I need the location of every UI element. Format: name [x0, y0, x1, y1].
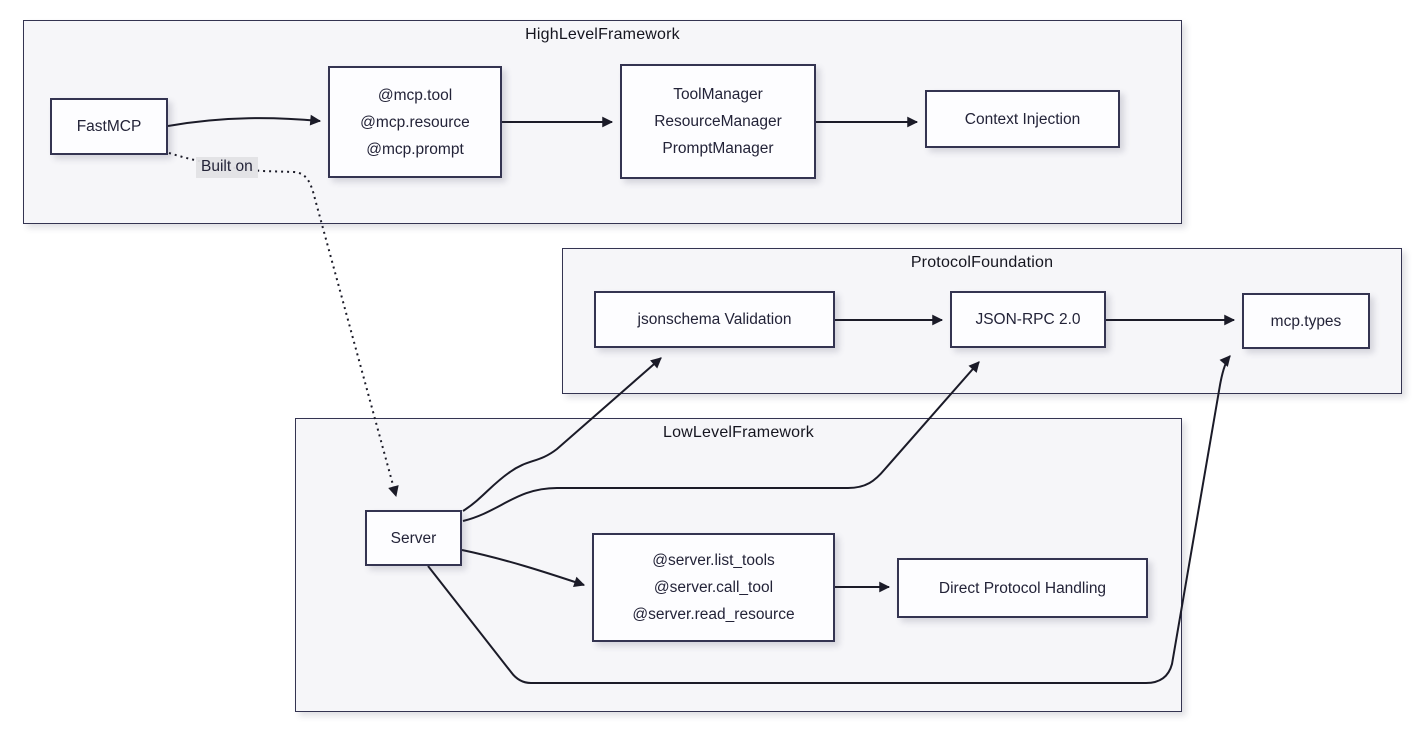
node-server: Server: [365, 510, 462, 566]
edge-fastmcp-to-mcp-decorators: [167, 114, 322, 127]
node-json-rpc-label: JSON-RPC 2.0: [975, 311, 1081, 328]
node-mcp-types-label: mcp.types: [1270, 312, 1342, 330]
edge-server-to-server-decorators: [461, 549, 586, 588]
node-direct-protocol-handling-label: Direct Protocol Handling: [938, 579, 1107, 597]
cluster-title-high-level: HighLevelFramework: [525, 26, 680, 43]
edge-server-to-mcptypes: [427, 355, 1231, 684]
node-json-rpc: JSON-RPC 2.0: [950, 291, 1106, 348]
node-managers: ToolManager ResourceManager PromptManage…: [620, 64, 816, 179]
edge-server-to-jsonrpc: [462, 361, 980, 522]
node-mcp-types: mcp.types: [1242, 293, 1370, 349]
node-jsonschema-validation: jsonschema Validation: [594, 291, 835, 348]
node-context-injection: Context Injection: [925, 90, 1120, 148]
node-server-decorators-label: @server.list_tools @server.call_tool @se…: [632, 552, 795, 623]
node-fastmcp-label: FastMCP: [76, 118, 142, 135]
edge-server-to-jsonschema: [462, 357, 662, 512]
cluster-title-protocol-foundation: ProtocolFoundation: [910, 254, 1054, 271]
cluster-title-low-level: LowLevelFramework: [662, 424, 814, 441]
node-mcp-decorators-label: @mcp.tool @mcp.resource @mcp.prompt: [360, 86, 470, 158]
node-jsonschema-validation-label: jsonschema Validation: [637, 311, 792, 328]
edge-fastmcp-to-server-built-on: [168, 152, 399, 498]
edge-label-built-on: Built on: [196, 157, 258, 178]
node-direct-protocol-handling: Direct Protocol Handling: [897, 558, 1148, 618]
node-managers-label: ToolManager ResourceManager PromptManage…: [654, 86, 782, 157]
node-server-label: Server: [390, 529, 437, 547]
node-mcp-decorators: @mcp.tool @mcp.resource @mcp.prompt: [328, 66, 502, 178]
node-fastmcp: FastMCP: [50, 98, 168, 155]
node-context-injection-label: Context Injection: [964, 110, 1081, 128]
node-server-decorators: @server.list_tools @server.call_tool @se…: [592, 533, 835, 642]
